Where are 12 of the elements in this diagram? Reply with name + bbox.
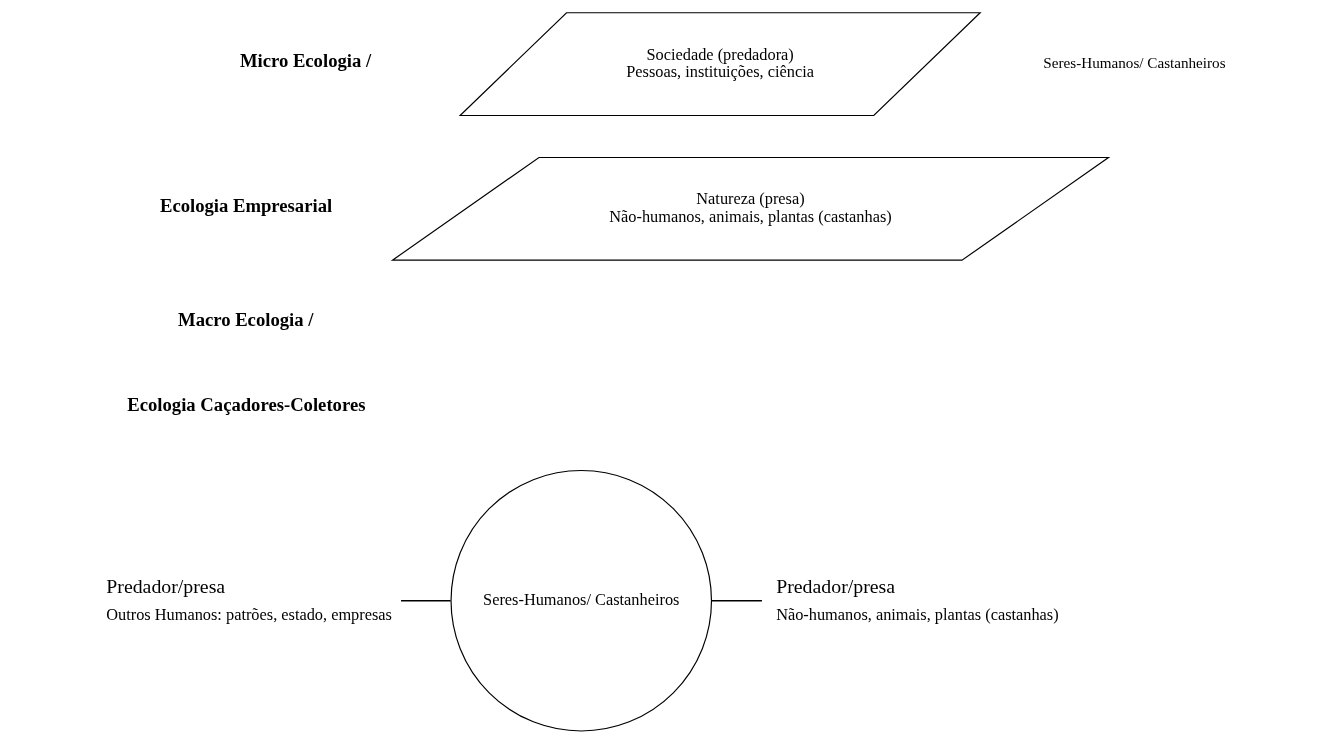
label: Micro Ecologia / [239, 50, 371, 72]
label: Macro Ecologia / [177, 309, 313, 331]
node-circle: Seres-Humanos/ Castanheiros [449, 469, 712, 732]
node-label: Predador/presa [105, 575, 225, 598]
label: Ecologia Caçadores-Coletores [126, 393, 365, 415]
connector [710, 600, 763, 602]
node-label: Predador/presa [775, 575, 895, 598]
node-text: Não-humanos, animais, plantas (castanhas) [775, 604, 1059, 624]
label: Ecologia Empresarial [159, 195, 332, 217]
node-text: Outros Humanos: patrões, estado, empresas [105, 604, 392, 624]
label: Seres-Humanos/ Castanheiros [1042, 54, 1226, 72]
connector [399, 600, 451, 602]
